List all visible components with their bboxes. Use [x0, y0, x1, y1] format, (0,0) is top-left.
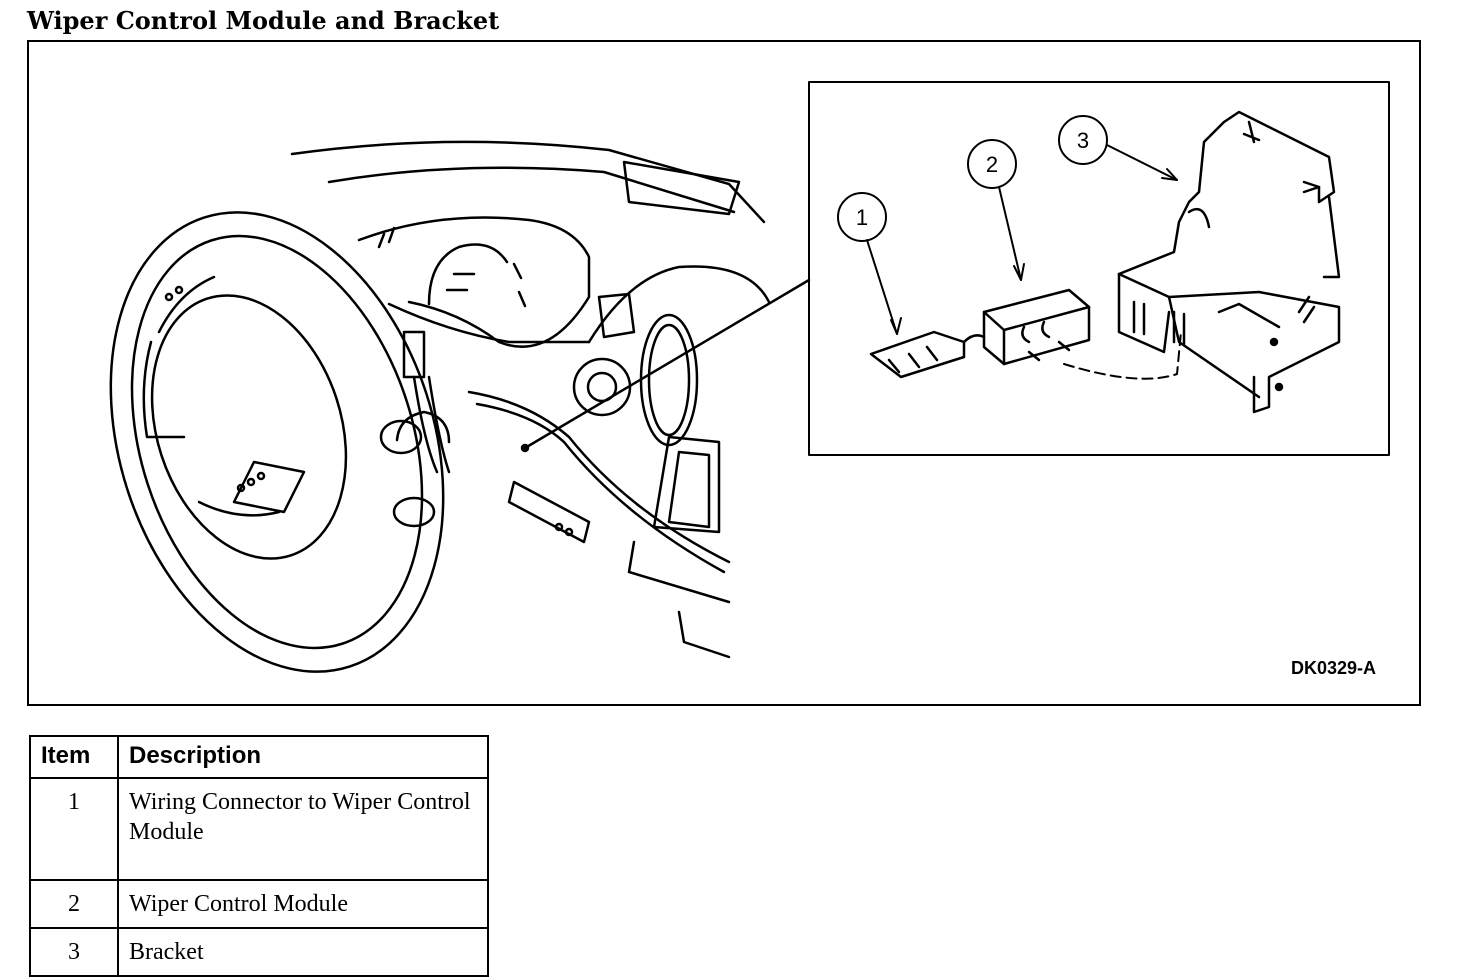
item-number: 1 [29, 777, 119, 881]
bracket-icon [1117, 110, 1341, 414]
callout-3-label: 3 [1077, 128, 1089, 153]
instrument-cluster-icon [290, 140, 766, 348]
wiper-control-module-icon [982, 288, 1091, 366]
inset-leader-line [523, 278, 811, 450]
inset-frame [808, 81, 1390, 456]
table-row: 2 Wiper Control Module [29, 879, 489, 929]
wiper-stalk-icon [379, 330, 451, 528]
diagram-title: Wiper Control Module and Bracket [27, 6, 500, 35]
table-row: 1 Wiring Connector to Wiper Control Modu… [29, 777, 489, 881]
item-description: Wiper Control Module [117, 879, 489, 929]
item-description: Bracket [117, 927, 489, 977]
callout-2-label: 2 [986, 152, 998, 177]
item-description: Wiring Connector to Wiper Control Module [117, 777, 489, 881]
install-path-line [1063, 331, 1182, 380]
legend-table: Item Description 1 Wiring Connector to W… [29, 735, 489, 977]
callout-3-icon [1058, 115, 1178, 181]
header-description: Description [117, 735, 489, 779]
dashboard-illustration: 1 2 3 [109, 81, 1390, 673]
figure-frame: 1 2 3 DK0329-A [27, 40, 1421, 706]
table-row: 3 Bracket [29, 927, 489, 977]
callout-2-icon [967, 139, 1025, 281]
steering-wheel-icon [109, 211, 445, 673]
item-number: 3 [29, 927, 119, 977]
item-number: 2 [29, 879, 119, 929]
header-item: Item [29, 735, 119, 779]
wiring-connector-icon [869, 330, 986, 379]
figure-id: DK0329-A [1291, 658, 1377, 678]
callout-1-icon [837, 192, 902, 335]
legend-header-row: Item Description [29, 735, 489, 779]
callout-1-label: 1 [856, 205, 868, 230]
dashboard-icon [387, 160, 771, 659]
